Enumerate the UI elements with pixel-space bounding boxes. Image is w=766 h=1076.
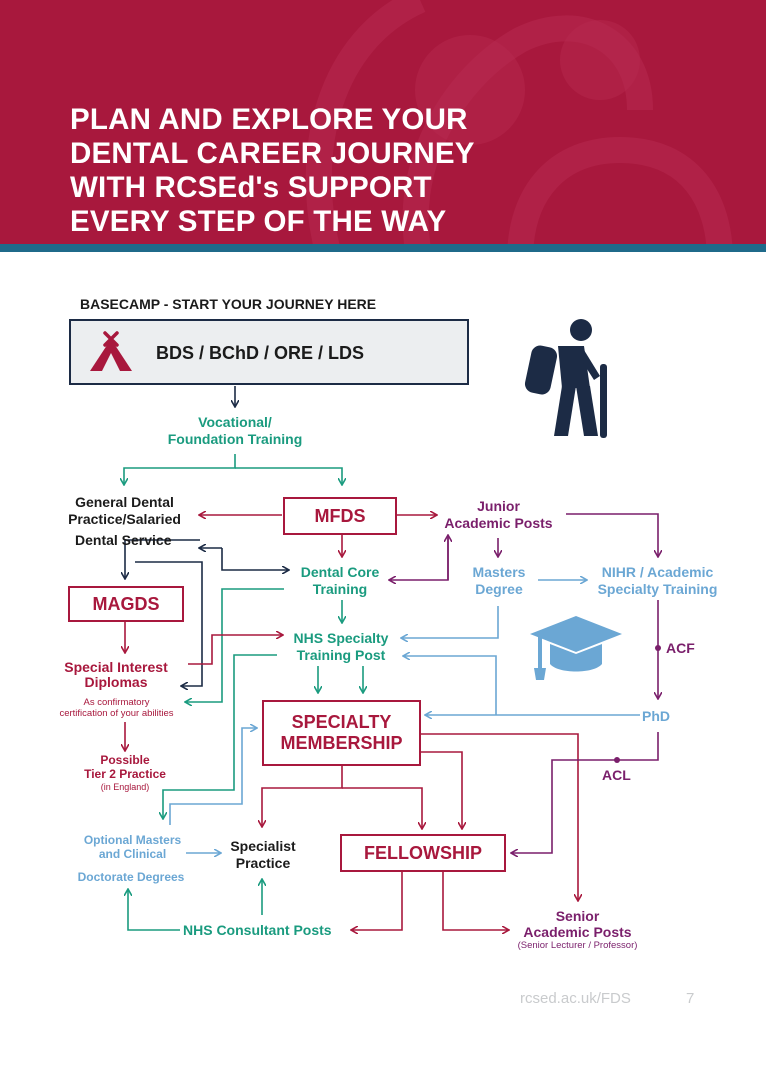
node-line: Specialty Training [597,580,718,597]
node-dental-core-training: Dental Core Training [290,564,390,598]
header-divider [0,244,766,252]
node-line: Academic Posts [523,924,632,941]
node-line: Masters [472,564,526,580]
page-number: 7 [686,990,695,1007]
node-dental-service: Dental Service [75,532,172,548]
node-specialist-practice: Specialist Practice [222,838,304,872]
title-line: DENTAL CAREER JOURNEY [70,137,475,170]
node-line: Tier 2 Practice [84,766,166,781]
node-line: Junior [477,498,520,514]
node-line: SPECIALTY [291,712,392,733]
node-acl: ACL [602,767,631,783]
node-line: As confirmatory [83,697,150,708]
node-line: Training Post [296,646,386,663]
node-line: Academic Posts [444,514,553,531]
node-phd: PhD [642,708,670,724]
node-tier2-note: (in England) [100,782,150,792]
title-line: EVERY STEP OF THE WAY [70,205,447,238]
node-nhs-specialty-training: NHS Specialty Training Post [280,630,402,664]
basecamp-label: BASECAMP - START YOUR JOURNEY HERE [80,296,377,312]
graduation-cap-icon [530,616,622,680]
node-special-interest-note: As confirmatory certification of your ab… [44,697,189,720]
banner-decoration [305,0,733,244]
title-line: PLAN AND EXPLORE YOUR [70,103,468,136]
node-line: NIHR / Academic [601,564,714,580]
node-line: certification of your abilities [59,708,174,720]
node-line: Possible [100,753,150,767]
node-line: Training [312,580,368,597]
node-masters-degree: Masters Degree [460,564,538,598]
node-line: NHS Specialty [293,630,389,646]
node-line: Vocational/ [198,414,272,430]
node-tier2: Possible Tier 2 Practice [70,753,180,782]
node-line: and Clinical [98,846,167,861]
node-special-interest: Special Interest Diplomas [56,659,176,691]
footer-url: rcsed.ac.uk/FDS [520,990,631,1007]
node-line: Foundation Training [167,430,303,447]
node-line: Dental Core [300,564,380,580]
node-fellowship: FELLOWSHIP [340,834,506,872]
node-line: Special Interest [64,659,168,675]
page-title: PLAN AND EXPLORE YOUR DENTAL CAREER JOUR… [70,103,590,239]
node-vocational: Vocational/ Foundation Training [160,414,310,448]
node-magds: MAGDS [68,586,184,622]
basecamp-box: BDS / BChD / ORE / LDS [69,319,469,385]
node-senior-academic: Senior Academic Posts [505,908,650,940]
title-line: WITH RCSEd's SUPPORT [70,171,432,204]
node-line: Optional Masters [83,833,182,847]
node-line: MEMBERSHIP [280,733,403,753]
tent-icon [90,331,132,371]
node-mfds: MFDS [283,497,397,535]
node-line: General Dental [75,494,174,510]
node-optional-masters: Optional Masters and Clinical [70,833,195,862]
node-acf: ACF [666,640,695,656]
node-line: Diplomas [84,674,148,691]
node-doctorate: Doctorate Degrees [77,870,185,884]
node-line: Senior [555,908,600,924]
hiker-icon [524,319,607,438]
node-line: Practice [235,854,291,871]
degrees-label: BDS / BChD / ORE / LDS [156,343,365,363]
node-line: Specialist [230,838,296,854]
node-specialty-membership: SPECIALTY MEMBERSHIP [262,700,421,766]
node-senior-academic-note: (Senior Lecturer / Professor) [517,940,638,951]
node-nihr-academic: NIHR / Academic Specialty Training [590,564,725,598]
node-junior-academic: Junior Academic Posts [436,498,561,532]
node-line: Degree [475,580,523,597]
node-nhs-consultant: NHS Consultant Posts [183,922,332,938]
node-line: Practice/Salaried [68,510,181,527]
header-banner: PLAN AND EXPLORE YOUR DENTAL CAREER JOUR… [0,0,766,244]
node-general-dental-practice: General Dental Practice/Salaried [52,494,197,528]
